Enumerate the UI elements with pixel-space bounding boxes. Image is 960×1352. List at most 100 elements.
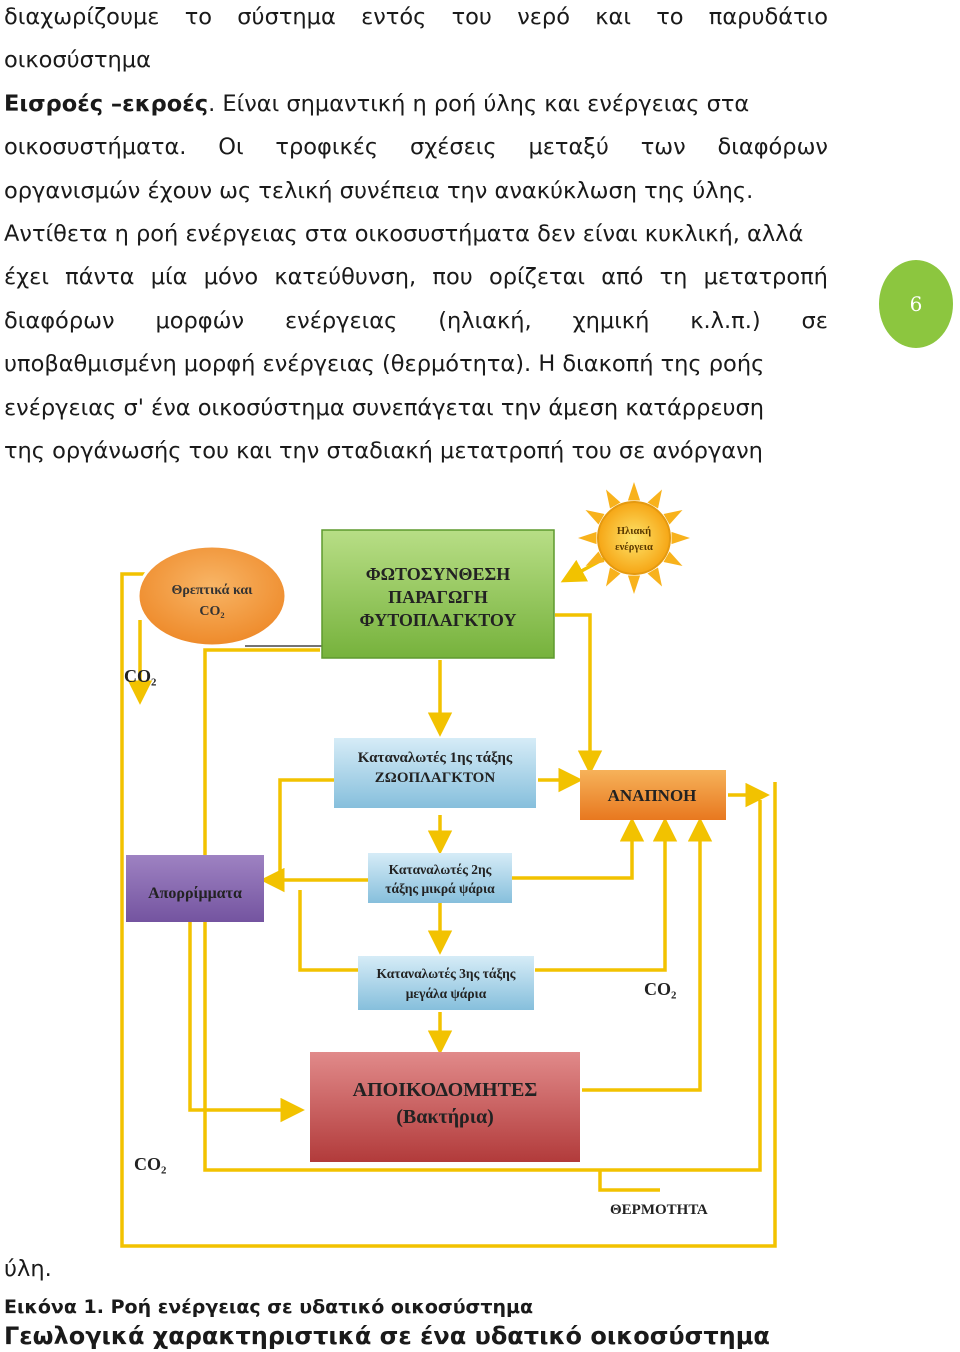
body-last-line: ύλη. — [4, 1256, 52, 1282]
body-word: τροφικές — [275, 134, 379, 161]
photosynthesis-label-2: ΠΑΡΑΓΩΓΗ — [388, 587, 488, 607]
sun-ray — [606, 567, 621, 587]
body-word: σε — [801, 307, 828, 334]
arrow-cons1-waste — [260, 778, 335, 893]
nutrients-label-1: Θρεπτικά και — [171, 583, 253, 598]
body-line: οικοσύστημα — [4, 47, 151, 74]
section-subheading: Γεωλογικά χαρακτηριστικά σε ένα υδατικό … — [4, 1322, 770, 1350]
co2-label-top-left: CO₂ — [124, 666, 156, 686]
body-word: το — [184, 4, 213, 30]
body-word: και — [595, 4, 631, 30]
consumers1-label-2: ΖΩΟΠΛΑΓΚΤΟΝ — [375, 770, 496, 786]
photosynthesis-label-1: ΦΩΤΟΣΥΝΘΕΣΗ — [366, 564, 511, 584]
arrow-cons3-waste — [298, 890, 358, 972]
sun-label-2: ενέργεια — [615, 542, 653, 553]
body-word: Οι — [218, 134, 244, 161]
body-line: οργανισμών έχουν ως τελική συνέπεια την … — [4, 177, 754, 204]
body-word: μία — [150, 264, 188, 291]
consumers3-label-2: μεγάλα ψάρια — [406, 986, 487, 1001]
decomposers-node: ΑΠΟΙΚΟΔΟΜΗΤΕΣ (Βακτήρια) — [310, 1052, 580, 1162]
sun-ray — [585, 510, 605, 525]
body-word: ορίζεται — [488, 264, 586, 291]
sun-ray — [627, 575, 641, 594]
sun-label-1: Ηλιακή — [617, 525, 651, 537]
arrow-inner-loop — [203, 648, 762, 1172]
body-word: κατεύθυνση, — [274, 264, 417, 291]
body-word: (ηλιακή, — [438, 307, 532, 334]
energy-flow-diagram: Ηλιακή ενέργεια Θρεπτικά και CO₂ ΦΩΤΟΣΥΝ… — [120, 482, 777, 1248]
body-word: σχέσεις — [409, 134, 497, 161]
body-word: διαχωρίζουμε — [4, 4, 160, 30]
photosynthesis-node: ΦΩΤΟΣΥΝΘΕΣΗ ΠΑΡΑΓΩΓΗ ΦΥΤΟΠΛΑΓΚΤΟΥ — [321, 529, 555, 659]
body-word: που — [432, 264, 473, 291]
sun-node: Ηλιακή ενέργεια — [578, 482, 690, 594]
body-word: κ.λ.π.) — [690, 307, 761, 334]
respiration-label: ΑΝΑΠΝΟΗ — [608, 786, 697, 805]
body-word: εντός — [361, 4, 427, 30]
arrow-cons3-resp — [535, 817, 678, 972]
sun-ray — [585, 551, 605, 566]
arrow-decomp-heat — [598, 1170, 660, 1192]
body-line: διαφόρων μορφών ενέργειας (ηλιακή, χημική κ.λ… — [4, 306, 828, 349]
consumers-level3-node: Καταναλωτές 3ης τάξης μεγάλα ψάρια — [358, 956, 534, 1010]
sun-ray — [663, 510, 683, 525]
arrow-cons2-resp — [512, 817, 645, 880]
body-word: νερό — [517, 4, 570, 30]
body-word: έχει — [4, 264, 49, 291]
body-word: από — [601, 264, 644, 291]
body-bold-term: Εισροές –εκροές — [4, 90, 209, 117]
body-word: πάντα — [65, 264, 135, 291]
sun-ray — [627, 482, 641, 501]
consumers2-label-2: τάξης μικρά ψάρια — [385, 881, 495, 896]
waste-label: Απορρίμματα — [148, 885, 242, 902]
sun-ray — [647, 567, 662, 587]
nutrients-node: Θρεπτικά και CO₂ — [136, 544, 288, 648]
page-number-badge: 6 — [879, 260, 953, 348]
body-line-text: . Είναι σημαντική η ροή ύλης και ενέργει… — [208, 90, 750, 117]
page-number: 6 — [909, 292, 923, 316]
consumers2-label-1: Καταναλωτές 2ης — [389, 862, 492, 877]
body-line: ενέργειας σ' ένα οικοσύστημα συνεπάγεται… — [4, 394, 765, 421]
body-word: μορφών — [155, 307, 245, 334]
body-line: Αντίθετα η ροή ενέργειας στα οικοσυστήμα… — [4, 221, 804, 247]
body-line: υποβαθμισμένη μορφή ενέργειας (θερμότητα… — [4, 351, 765, 378]
decomposers-label-1: ΑΠΟΙΚΟΔΟΜΗΤΕΣ — [353, 1079, 538, 1101]
body-word: των — [640, 134, 686, 161]
sun-ray — [606, 489, 621, 509]
consumers-level1-node: Καταναλωτές 1ης τάξης ΖΩΟΠΛΑΓΚΤΟΝ — [334, 738, 536, 808]
body-word: μόνο — [203, 264, 259, 291]
body-word: διαφόρων — [4, 307, 115, 334]
consumers3-label-1: Καταναλωτές 3ης τάξης — [377, 966, 516, 981]
body-word: μετατροπή — [703, 264, 828, 291]
body-word: οικοσυστήματα. — [4, 134, 187, 161]
waste-node: Απορρίμματα — [126, 855, 264, 922]
sun-icon — [578, 482, 690, 594]
consumers-level2-node: Καταναλωτές 2ης τάξης μικρά ψάρια — [368, 853, 512, 903]
sun-ray — [578, 531, 597, 545]
decomposers-label-2: (Βακτήρια) — [396, 1106, 494, 1128]
arrow-outer-left — [120, 561, 777, 1248]
body-word: τη — [659, 264, 688, 291]
arrow-decomp-resp — [582, 817, 713, 1092]
nutrients-label-2: CO₂ — [199, 604, 224, 619]
arrow-photo-resp — [555, 613, 603, 775]
consumers1-label-1: Καταναλωτές 1ης τάξης — [358, 750, 513, 766]
body-word: σύστημα — [237, 4, 336, 30]
body-word: το — [656, 4, 684, 30]
body-line: Εισροές –εκροές. Είναι σημαντική η ροή ύ… — [4, 89, 828, 132]
sun-ray — [647, 489, 662, 509]
respiration-node: ΑΝΑΠΝΟΗ — [580, 770, 726, 820]
figure-caption: Εικόνα 1. Ροή ενέργειας σε υδατικό οικοσ… — [4, 1296, 534, 1318]
photosynthesis-label-3: ΦΥΤΟΠΛΑΓΚΤΟΥ — [360, 610, 517, 630]
body-word: παρυδάτιο — [708, 4, 828, 30]
body-word: του — [451, 4, 492, 30]
heat-label: ΘΕΡΜΟΤΗΤΑ — [610, 1202, 708, 1218]
sun-ray — [671, 531, 690, 545]
body-line: της οργάνωσής του και την σταδιακή μετατ… — [4, 438, 763, 464]
body-word: χημική — [572, 307, 650, 334]
co2-label-bottom-left: CO₂ — [134, 1154, 166, 1174]
body-word: ενέργειας — [284, 307, 398, 334]
